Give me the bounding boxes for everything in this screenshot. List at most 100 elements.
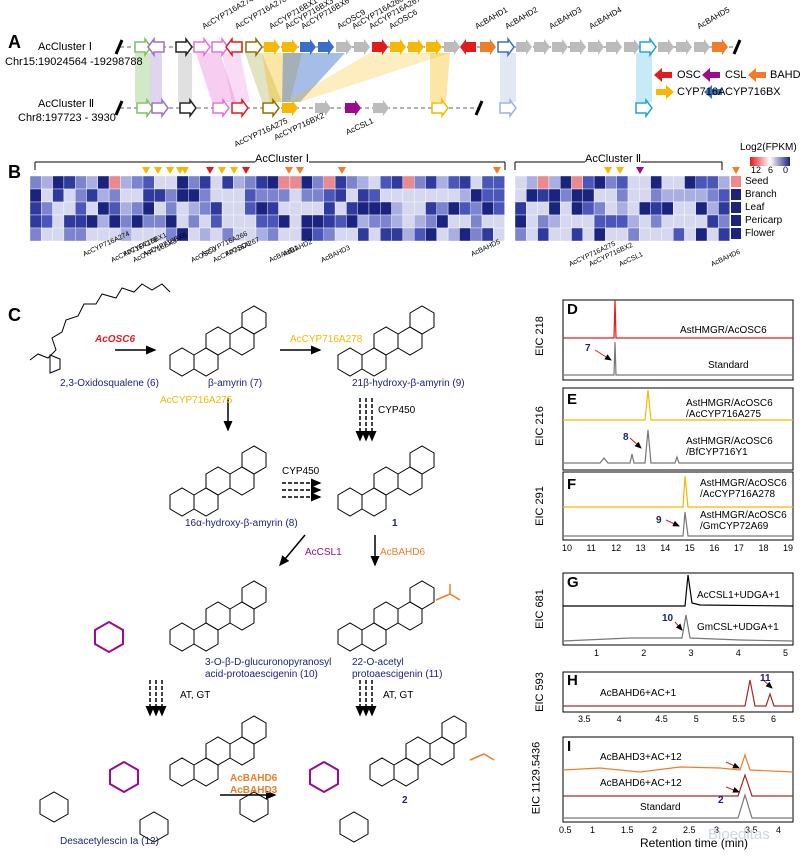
peak-label: 9 [656, 515, 662, 526]
heatmap-cell [210, 201, 223, 216]
heatmap-cell [493, 188, 505, 203]
compound-label: 16α-hydroxy-β-amyrin (8) [185, 518, 298, 529]
heatmap-cell [425, 214, 438, 229]
axis-tick-label: 3.5 [578, 714, 591, 724]
chromatograms [562, 299, 794, 823]
heatmap-cell [357, 188, 370, 203]
f-trace-2 [563, 511, 793, 537]
heatmap-markers [142, 167, 740, 174]
heatmap-cell [380, 201, 392, 216]
axis-tick-label: 2 [641, 648, 647, 658]
heatmap-cell [41, 227, 53, 242]
trace-label: AcCSL1+UDGA+1 [697, 590, 780, 601]
heatmap-cell [187, 227, 200, 242]
heatmap-cell [639, 201, 651, 216]
heatmap-cell [63, 188, 76, 203]
heatmap-cell [52, 214, 65, 229]
x-axis-label: Retention time (min) [640, 836, 749, 850]
legend-bahd: BAHD [770, 69, 801, 81]
heatmap-cell [52, 201, 65, 216]
panel-g-frame [562, 572, 794, 646]
heatmap-cell [29, 227, 42, 242]
axis-tick-label: 2.5 [683, 825, 696, 835]
heatmap-cell [537, 201, 550, 216]
trace-label: AstHMGR/AcOSC6 [686, 436, 773, 447]
heatmap-cell [706, 188, 719, 203]
heatmap-cell [639, 188, 651, 203]
heatmap-cell [481, 188, 494, 203]
tissue-label: Leaf [745, 202, 765, 213]
heatmap-cell [154, 201, 166, 216]
heatmap-cell [459, 227, 471, 242]
legend-csl: CSL [725, 69, 747, 81]
heatmap-cell [142, 188, 155, 203]
heatmap-cell [661, 214, 674, 229]
enzyme-label: AcCYP716A275 [160, 395, 233, 406]
heatmap-cell [706, 201, 719, 216]
marker-triangle [154, 167, 162, 174]
axis-tick-label: 2 [652, 825, 658, 835]
heatmap-cell [29, 188, 42, 203]
heatmap-cell [459, 188, 471, 203]
d-trace-1 [563, 299, 793, 339]
heatmap-cell [165, 201, 178, 216]
panel-a-legend [654, 68, 766, 99]
heatmap-cell [368, 227, 381, 242]
heatmap-cell [673, 214, 685, 229]
heatmap-cell [86, 214, 99, 229]
axis-tick-label: 17 [733, 543, 744, 553]
heatmap-cell [481, 214, 494, 229]
panel-label-a: A [8, 32, 21, 52]
panel-d-frame [562, 299, 794, 381]
enzyme-label: AcBAHD3 [230, 785, 278, 796]
heatmap-cluster1 [29, 175, 505, 242]
heatmap-cell [514, 175, 527, 190]
compound-label: 22-O-acetyl [352, 657, 404, 668]
heatmap-cell [627, 175, 640, 190]
heatmap-cell [673, 201, 685, 216]
fpkm-legend-title: Log2(FPKM) [740, 142, 797, 153]
heatmap-cell [402, 214, 415, 229]
axis-tick-label: 12 [611, 543, 622, 553]
heatmap-cell [278, 227, 291, 242]
heatmap-cell [334, 175, 347, 190]
beta-amyrin-structure [169, 305, 267, 377]
trace-label: /GmCYP72A69 [700, 521, 769, 532]
heatmap-cell [718, 214, 730, 229]
heatmap-cell [41, 201, 53, 216]
heatmap-cell [436, 175, 449, 190]
heatmap-cell [470, 175, 483, 190]
heatmap-cell [289, 214, 302, 229]
heatmap-cell [593, 214, 606, 229]
heatmap-cell [436, 201, 449, 216]
axis-tick-label: 5 [693, 714, 699, 724]
heatmap-cell [97, 188, 110, 203]
heatmap-cell [120, 188, 132, 203]
trace-label: AstHMGR/AcOSC6 [680, 325, 767, 336]
compound-label: 2 [402, 795, 408, 806]
heatmap-cell [639, 175, 651, 190]
heatmap-cell [650, 175, 663, 190]
heatmap-cell [63, 201, 76, 216]
heatmap-cell [718, 201, 730, 216]
heatmap-cell [627, 214, 640, 229]
trace-label: /AcCYP716A278 [700, 489, 776, 500]
enzyme-label: AcBAHD6 [380, 547, 426, 558]
heatmap-cell [199, 201, 212, 216]
heatmap-cluster2-label: AcCluster Ⅱ [585, 152, 642, 165]
heatmap-cell [706, 227, 719, 242]
heatmap-cell [605, 227, 617, 242]
axis-tick-label: 13 [635, 543, 646, 553]
heatmap-cell [278, 175, 291, 190]
axis-tick-label: 4 [616, 714, 622, 724]
heatmap-cell [582, 227, 595, 242]
heatmap-cell [402, 227, 415, 242]
marker-triangle [166, 167, 174, 174]
heatmap-cell [684, 175, 697, 190]
heatmap-cell [673, 188, 685, 203]
heatmap-cell [334, 188, 347, 203]
heatmap-cell [187, 214, 200, 229]
panel-b [29, 157, 790, 242]
heatmap-cell [176, 201, 189, 216]
